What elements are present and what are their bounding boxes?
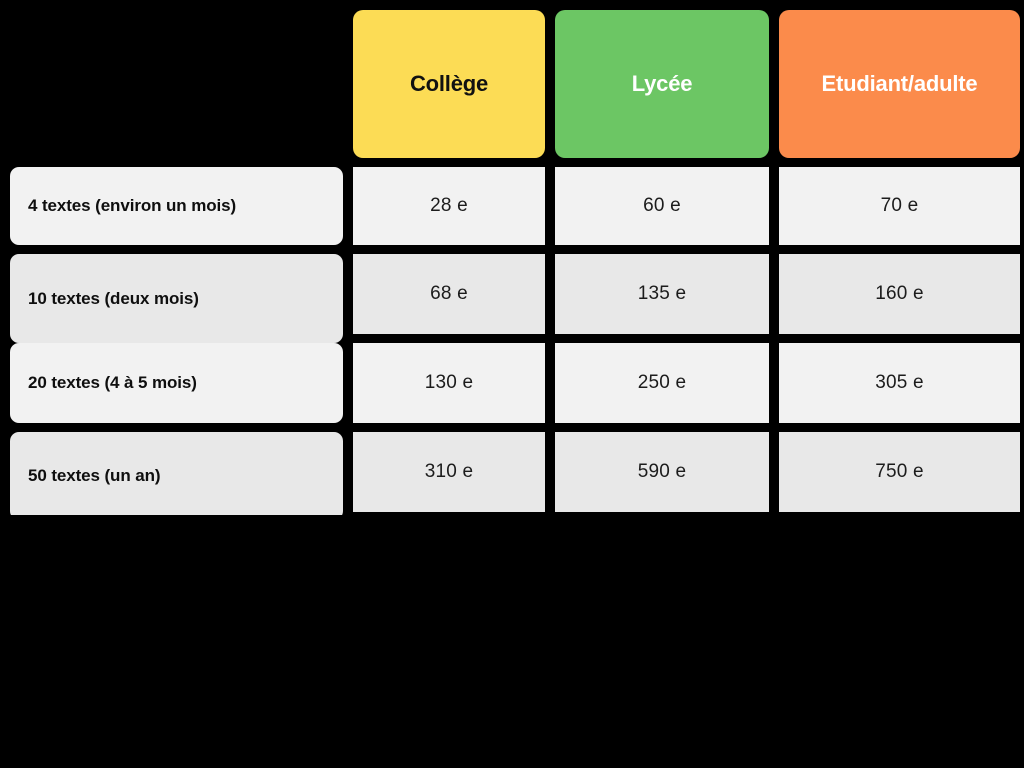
column-header-etudiant-adulte: Etudiant/adulte (779, 10, 1020, 158)
cell-r1-etudiant-adulte: 70 e (779, 167, 1020, 245)
empty-area-below-table (0, 515, 1024, 768)
column-header-college: Collège (353, 10, 545, 158)
cell-r3-lycee: 250 e (555, 343, 769, 423)
row-label-20-textes: 20 textes (4 à 5 mois) (10, 343, 343, 423)
cell-r4-lycee: 590 e (555, 432, 769, 512)
cell-value: 750 e (875, 461, 924, 482)
cell-value: 60 e (643, 195, 681, 216)
row-label-4-textes: 4 textes (environ un mois) (10, 167, 343, 245)
cell-value: 590 e (637, 461, 687, 482)
column-header-college-label: Collège (409, 70, 489, 96)
cell-r3-etudiant-adulte: 305 e (779, 343, 1020, 423)
cell-value: 70 e (880, 195, 919, 216)
row-label-text: 20 textes (4 à 5 mois) (28, 373, 197, 392)
row-label-10-textes: 10 textes (deux mois) (10, 254, 343, 343)
column-header-etudiant-adulte-label: Etudiant/adulte (821, 70, 978, 96)
row-label-50-textes: 50 textes (un an) (10, 432, 343, 520)
column-header-lycee: Lycée (555, 10, 769, 158)
column-header-lycee-label: Lycée (631, 70, 693, 96)
cell-r2-college: 68 e (353, 254, 545, 334)
cell-value: 28 e (430, 195, 468, 216)
cell-value: 68 e (430, 283, 468, 304)
cell-r2-etudiant-adulte: 160 e (779, 254, 1020, 334)
cell-r4-etudiant-adulte: 750 e (779, 432, 1020, 512)
table-corner-cell (0, 10, 343, 158)
row-label-text: 50 textes (un an) (28, 466, 161, 485)
cell-value: 305 e (875, 372, 924, 393)
cell-value: 130 e (424, 372, 474, 393)
row-label-text: 10 textes (deux mois) (28, 288, 199, 308)
cell-value: 160 e (875, 283, 924, 304)
cell-r4-college: 310 e (353, 432, 545, 512)
cell-r3-college: 130 e (353, 343, 545, 423)
row-label-text: 4 textes (environ un mois) (28, 196, 237, 215)
cell-r1-lycee: 60 e (555, 167, 769, 245)
cell-value: 135 e (637, 283, 687, 304)
cell-r2-lycee: 135 e (555, 254, 769, 334)
cell-r1-college: 28 e (353, 167, 545, 245)
cell-value: 250 e (637, 372, 687, 393)
pricing-table-grid: Collège Lycée Etudiant/adulte 4 textes (… (0, 10, 1020, 520)
cell-value: 310 e (424, 461, 474, 482)
